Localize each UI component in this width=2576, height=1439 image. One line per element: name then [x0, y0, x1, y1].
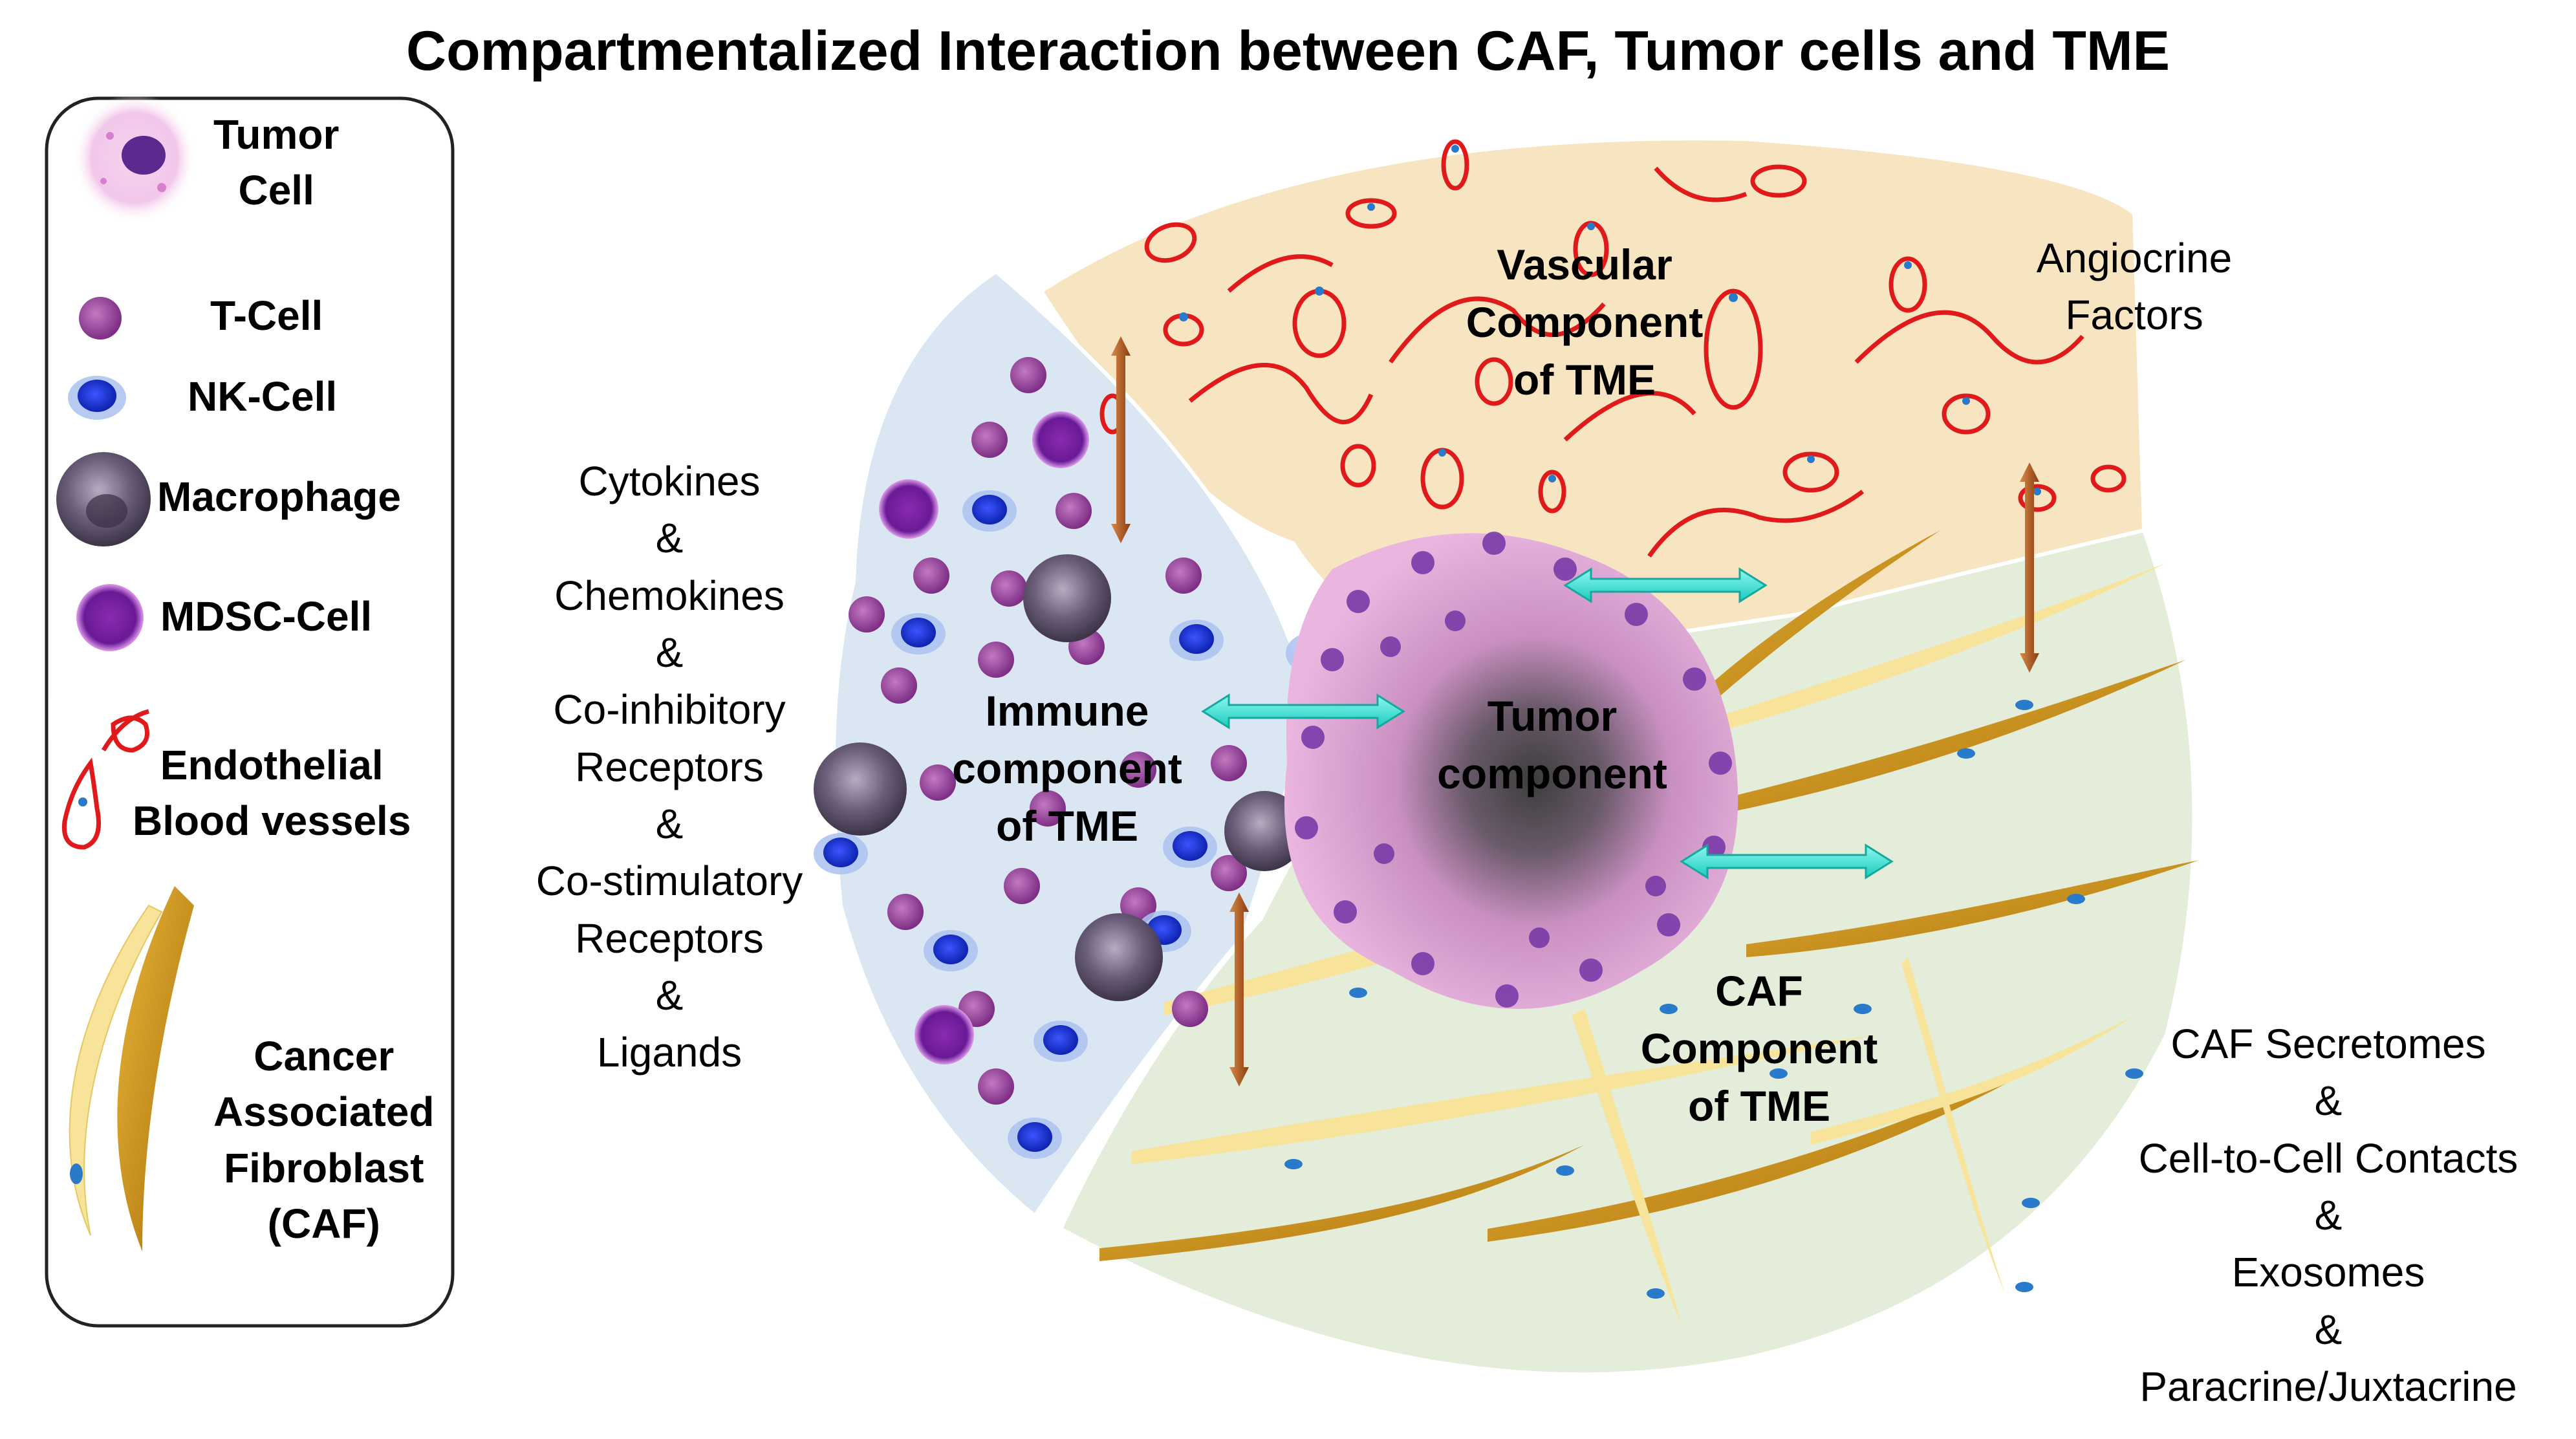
- caf-icon: [69, 886, 194, 1251]
- nk-cell-icon: [68, 376, 126, 420]
- legend-label-tumor-cell: Tumor Cell: [213, 111, 340, 214]
- legend-label-endothelial: Endothelial Blood vessels: [133, 742, 411, 845]
- macrophage-icon: [56, 452, 151, 546]
- endothelial-icon: [61, 709, 149, 850]
- annotation-angiocrine-factors: Angiocrine Factors: [2036, 235, 2233, 339]
- annotation-caf-interactions: CAF Secretomes & Cell-to-Cell Contacts &…: [2138, 1021, 2518, 1410]
- legend-panel: [45, 93, 455, 1328]
- region-label-caf: CAF Component of TME: [1640, 967, 1878, 1131]
- region-label-tumor: Tumor component: [1437, 692, 1667, 798]
- tumor-mass: [1284, 532, 1738, 1009]
- legend-label-nk-cell: NK-Cell: [188, 373, 338, 420]
- annotation-immune-interactions: Cytokines & Chemokines & Co-inhibitory R…: [536, 458, 803, 1076]
- blood-vessels: [1099, 139, 2127, 558]
- region-label-immune: Immune component of TME: [952, 687, 1182, 850]
- immune-mdsc-cells: [879, 411, 1089, 1065]
- legend-label-t-cell: T-Cell: [210, 292, 323, 339]
- page-title: Compartmentalized Interaction between CA…: [406, 20, 2170, 82]
- vessel-endothelial-dots: [1179, 145, 2041, 495]
- immune-t-cells: [849, 357, 1247, 1105]
- t-cell-icon: [79, 297, 122, 340]
- brown-arrows: [1111, 336, 2039, 1087]
- mdsc-cell-icon: [76, 584, 144, 651]
- legend-label-macrophage: Macrophage: [157, 473, 401, 520]
- legend-label-mdsc-cell: MDSC-Cell: [160, 593, 373, 640]
- cyan-arrows: [1201, 567, 1894, 880]
- legend-label-caf: Cancer Associated Fibroblast (CAF): [213, 1033, 435, 1248]
- immune-macrophages: [814, 554, 1304, 1001]
- region-label-vascular: Vascular Component of TME: [1466, 241, 1704, 404]
- immune-region: [831, 269, 1309, 1219]
- tumor-cell-icon: [73, 93, 196, 222]
